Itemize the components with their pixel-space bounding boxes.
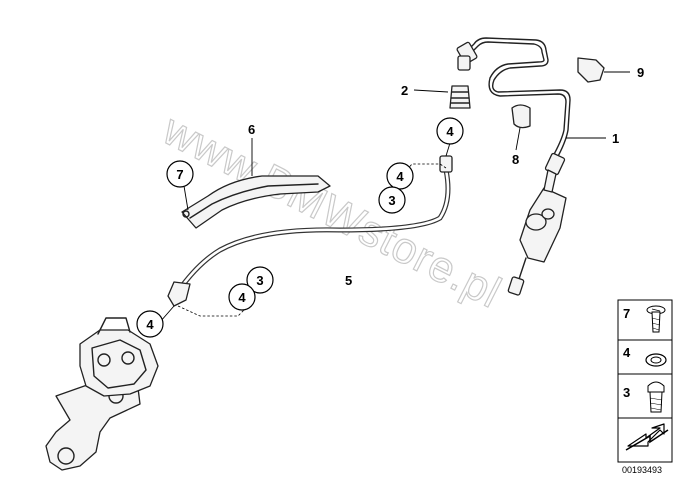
callout-4-hose: 4 bbox=[386, 162, 414, 190]
label-1: 1 bbox=[612, 131, 619, 146]
hose-bracket bbox=[181, 175, 331, 229]
label-5: 5 bbox=[345, 273, 352, 288]
svg-text:4: 4 bbox=[396, 169, 404, 184]
washer-icon bbox=[645, 353, 667, 367]
callout-4-upper: 4 bbox=[436, 117, 464, 145]
legend-panel: 7 4 3 bbox=[617, 299, 673, 463]
brake-master-cylinder bbox=[507, 169, 567, 296]
callout-3-lower: 3 bbox=[246, 266, 274, 294]
arrow-icon bbox=[625, 423, 669, 451]
grommet-nut bbox=[457, 55, 471, 71]
banjo-bolt-icon bbox=[647, 381, 665, 413]
callout-3-hose: 3 bbox=[378, 186, 406, 214]
document-number: 00193493 bbox=[622, 465, 662, 475]
screw-icon bbox=[646, 305, 666, 333]
brake-hose bbox=[167, 155, 453, 307]
hose-banjo-fitting bbox=[167, 281, 191, 307]
svg-text:3: 3 bbox=[388, 193, 395, 208]
hose-fitting-top bbox=[439, 155, 453, 173]
svg-text:4: 4 bbox=[238, 290, 246, 305]
legend-item-4: 4 bbox=[623, 345, 631, 360]
callout-4-lower: 4 bbox=[228, 283, 256, 311]
callout-7: 7 bbox=[166, 160, 194, 188]
clip-9 bbox=[577, 57, 605, 83]
leader-7 bbox=[183, 185, 189, 211]
label-8: 8 bbox=[512, 152, 519, 167]
label-2: 2 bbox=[401, 83, 408, 98]
svg-text:4: 4 bbox=[146, 317, 154, 332]
leader-2 bbox=[413, 89, 449, 93]
legend-item-7: 7 bbox=[623, 306, 630, 321]
callout-4-caliper: 4 bbox=[136, 310, 164, 338]
leader-8 bbox=[515, 127, 521, 151]
grommet bbox=[449, 55, 471, 109]
label-6: 6 bbox=[248, 122, 255, 137]
label-9: 9 bbox=[637, 65, 644, 80]
brake-caliper bbox=[45, 317, 159, 471]
leader-4-upper bbox=[445, 142, 451, 157]
clip-8 bbox=[511, 104, 531, 129]
svg-text:7: 7 bbox=[176, 167, 183, 182]
svg-text:3: 3 bbox=[256, 273, 263, 288]
svg-text:4: 4 bbox=[446, 124, 454, 139]
legend-item-3: 3 bbox=[623, 385, 630, 400]
leader-3-4-lower bbox=[177, 305, 247, 317]
